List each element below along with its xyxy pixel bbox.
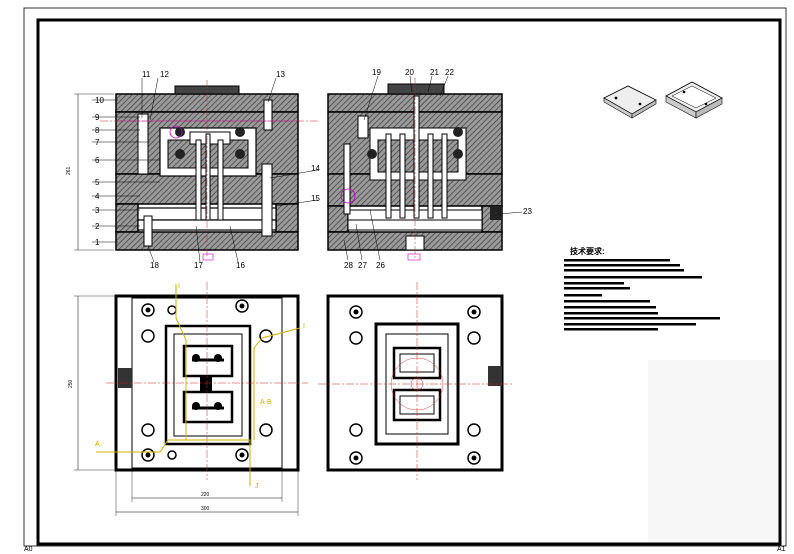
callout-14: 14 (311, 164, 320, 173)
callout-19: 19 (372, 68, 381, 77)
callout-8: 8 (95, 126, 100, 135)
callouts-left-group: 10 9 8 7 6 5 4 3 2 1 261 (66, 93, 160, 251)
outer-border (23, 7, 787, 547)
callout-16: 16 (236, 261, 245, 270)
callout-28: 28 (344, 261, 353, 270)
plan-view-fixed-half (318, 282, 512, 480)
plan-view-moving-half: I I J A A-B 250 220 300 (68, 282, 308, 516)
callouts-bottom-left-group: 18 17 16 (147, 225, 245, 270)
callout-1: 1 (95, 238, 100, 247)
callout-23: 23 (523, 207, 532, 216)
callouts-right-group: 14 15 (269, 164, 320, 207)
callout-17: 17 (194, 261, 203, 270)
section-mark-e: A-B (260, 399, 272, 406)
secondary-section-view: 19 20 21 22 23 28 27 26 (327, 68, 532, 270)
callout-26: 26 (376, 261, 385, 270)
main-section-view (100, 80, 320, 258)
callout-11: 11 (142, 70, 151, 79)
callout-12: 12 (160, 70, 169, 79)
callout-20: 20 (405, 68, 414, 77)
dim-plan-width-inner: 220 (201, 492, 210, 498)
callout-15: 15 (311, 194, 320, 203)
callout-9: 9 (95, 113, 100, 122)
section-mark-b: I (303, 323, 305, 330)
tech-requirements-title: 技术要求: (570, 246, 605, 256)
product-isometric-thumbnails (603, 81, 723, 119)
corner-label-bottom-right: A1 (777, 546, 786, 553)
callout-22: 22 (445, 68, 454, 77)
callout-2: 2 (95, 222, 100, 231)
callout-10: 10 (95, 96, 104, 105)
callout-21: 21 (430, 68, 439, 77)
callouts-top-left-group: 11 12 13 (141, 70, 285, 121)
callout-7: 7 (95, 138, 100, 147)
callout-5: 5 (95, 178, 100, 187)
dim-plan-height: 250 (68, 379, 74, 388)
section-mark-a: I (178, 283, 180, 290)
callout-4: 4 (95, 192, 100, 201)
section-mark-d: A (95, 441, 100, 448)
inner-border (36, 18, 782, 546)
technical-requirements-block: 技术要求: (564, 246, 720, 331)
callout-27: 27 (358, 261, 367, 270)
dim-side-height: 261 (66, 166, 72, 175)
dim-plan-width-outer: 300 (201, 506, 210, 512)
section-mark-c: J (255, 483, 259, 490)
callout-13: 13 (276, 70, 285, 79)
callout-3: 3 (95, 206, 100, 215)
callout-6: 6 (95, 156, 100, 165)
title-block-area (648, 360, 778, 542)
corner-label-bottom-left: A0 (24, 546, 33, 553)
callout-18: 18 (150, 261, 159, 270)
